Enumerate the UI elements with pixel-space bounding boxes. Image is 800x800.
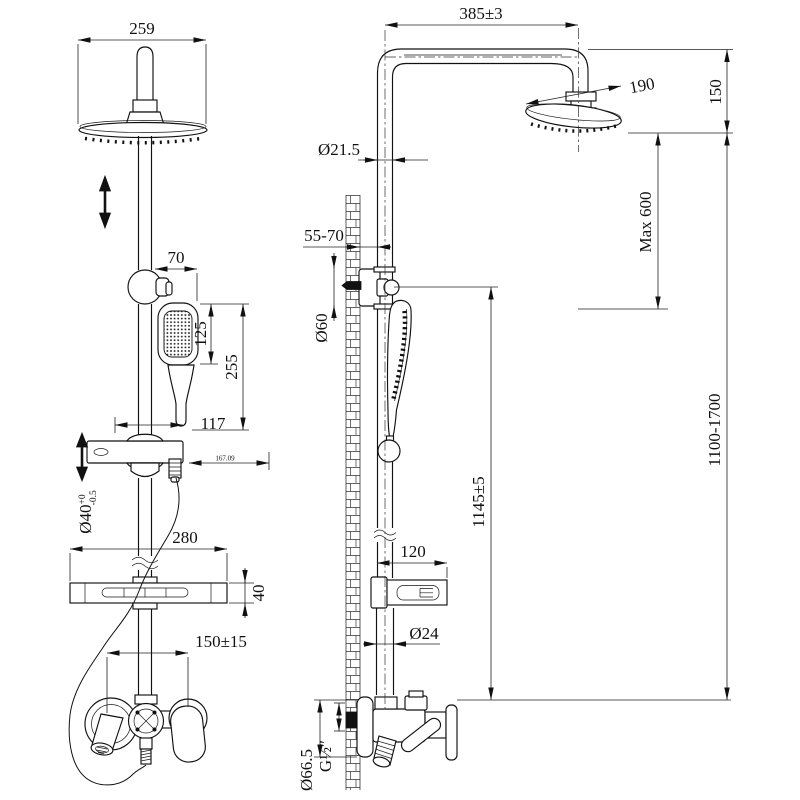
shower-hose-front	[68, 477, 180, 786]
dimension-bracket-span: 167.09	[189, 452, 270, 470]
dimension-lower-pipe-dia: Ø24	[363, 624, 440, 647]
dim-label-thread-size: G½″	[316, 740, 335, 772]
dimension-arm-reach: 385±3	[385, 4, 578, 28]
dim-label-hand-shower-height: 1145±5	[469, 476, 488, 527]
dimension-holder-width: 70	[155, 248, 198, 301]
hand-shower-front	[157, 302, 199, 427]
dim-label-hand-shower-length: 255	[222, 354, 241, 380]
dimension-shelf-thickness: 40	[229, 568, 268, 618]
dimension-hand-shower-face: 125	[191, 303, 218, 365]
slider-holder-side	[370, 576, 448, 609]
slider-bracket-front	[86, 433, 184, 483]
dimension-thread-size: G½″	[316, 702, 345, 772]
dim-label-lower-pipe-dia: Ø24	[409, 624, 439, 643]
dimension-shelf-width: 280	[69, 528, 228, 581]
slider-adjust-arrow	[75, 431, 89, 483]
dimension-overall-height: 1100-1700	[705, 133, 730, 700]
dim-label-holder-width-side: 120	[400, 542, 426, 561]
dimension-bracket-dia: Ø60	[312, 253, 337, 343]
hand-shower-side	[377, 299, 412, 463]
dim-label-hand-shower-offset: 117	[201, 414, 226, 433]
hand-shower-holder-front	[127, 269, 173, 305]
dim-label-escutcheon-dia: Ø66.5	[297, 749, 316, 791]
dim-label-inlet-spacing: 150±15	[195, 632, 247, 651]
dimension-hand-shower-length: 255	[192, 303, 249, 431]
dimension-max-adjustment: Max 600	[578, 133, 668, 310]
dimension-inlet-spacing: 150±15	[106, 632, 247, 713]
dimension-pipe-dia: Ø21.5	[318, 140, 428, 163]
rain-shower-head-side	[525, 91, 622, 133]
dimension-head-dia: 190	[525, 74, 657, 105]
dim-label-shelf-thickness: 40	[249, 585, 268, 602]
dim-label-pipe-dia: Ø21.5	[318, 140, 360, 159]
dimension-head-drop: 150	[588, 49, 733, 134]
dim-label-head-dia: 190	[628, 74, 657, 98]
dimension-head-width: 259	[77, 19, 207, 124]
pipe-break-front	[131, 556, 159, 570]
dim-label-arm-reach: 385±3	[459, 4, 502, 23]
mixer-front	[84, 697, 208, 765]
dimension-escutcheon-dia: Ø66.5	[297, 699, 357, 791]
dim-label-head-width: 259	[129, 19, 155, 38]
gooseneck-arm	[376, 48, 589, 270]
rain-shower-head-front	[78, 46, 208, 145]
dim-label-bracket-span: 167.09	[215, 455, 235, 463]
dimension-wall-distance: 55-70	[303, 226, 391, 250]
dim-label-clamp-dia: Ø40+0-0.5	[76, 490, 99, 534]
wall-anchor-screw	[341, 281, 362, 290]
dimension-clamp-dia: Ø40+0-0.5	[76, 490, 99, 534]
dim-label-shelf-width: 280	[172, 528, 198, 547]
side-view: 385±3 190 150 Max 600 1100-1700 Ø21.5	[297, 4, 733, 791]
dimension-hand-shower-offset: 117	[114, 414, 226, 433]
dim-label-hand-shower-face: 125	[191, 321, 210, 347]
riser-pipe-front	[137, 136, 153, 695]
front-view: 259 70 125 255 117 167.09	[68, 19, 270, 786]
dim-label-wall-distance: 55-70	[304, 226, 344, 245]
wall-bracket-side	[341, 266, 400, 310]
dimension-hand-shower-height: 1145±5	[394, 286, 498, 700]
mixer-side	[345, 690, 458, 768]
height-adjust-arrow	[98, 174, 112, 230]
dim-label-holder-width: 70	[168, 248, 185, 267]
dim-label-bracket-dia: Ø60	[312, 313, 331, 342]
dim-label-max-adjustment: Max 600	[636, 192, 655, 253]
dim-label-overall-height: 1100-1700	[705, 393, 724, 466]
dimension-holder-width-side: 120	[377, 542, 448, 578]
centerlines	[384, 28, 579, 712]
dim-label-head-drop: 150	[706, 79, 725, 105]
